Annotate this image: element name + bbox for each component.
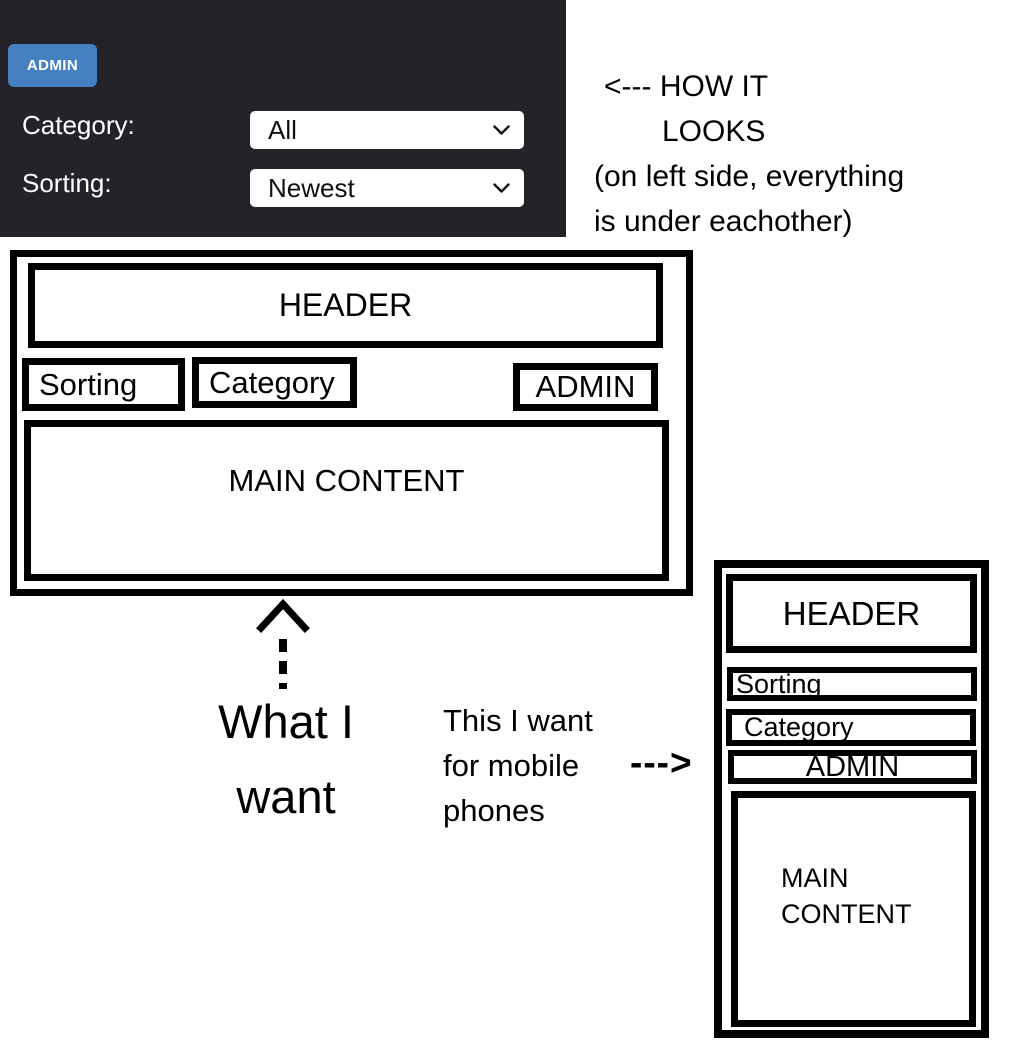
chevron-down-icon (493, 182, 510, 194)
how-it-looks-note-line4: is under eachother) (594, 205, 853, 238)
mobile-main-content-line1: MAIN (781, 863, 849, 893)
mobile-wireframe-admin-box: ADMIN (728, 750, 977, 784)
what-i-want-line1: What I (218, 695, 354, 748)
mobile-wireframe-category-box: Category (726, 709, 976, 746)
sorting-label: Sorting: (22, 168, 112, 198)
admin-button[interactable]: ADMIN (8, 44, 97, 87)
what-i-want-line2: want (236, 770, 336, 823)
chevron-down-icon (493, 124, 510, 136)
category-select[interactable]: All (250, 111, 524, 149)
mobile-wish-line1: This I want (443, 703, 593, 738)
mobile-wireframe-sorting-box: Sorting (727, 667, 977, 701)
desktop-wireframe: HEADER Sorting Category ADMIN MAIN CONTE… (10, 250, 693, 596)
mobile-wireframe-header-box: HEADER (726, 574, 977, 653)
desktop-wireframe-sorting-box: Sorting (22, 358, 185, 411)
desktop-wireframe-header-box: HEADER (28, 263, 663, 348)
what-i-want-note: What I want (196, 684, 376, 834)
category-label: Category: (22, 110, 135, 140)
app-screenshot-panel: ADMIN Category: All Sorting: Newest (0, 0, 566, 237)
mobile-main-content-line2: CONTENT (781, 899, 912, 929)
dashed-right-arrow: ---> (630, 742, 693, 783)
mobile-wish-line2: for mobile (443, 748, 580, 783)
how-it-looks-note-line1: <--- HOW IT (604, 70, 769, 103)
how-it-looks-note-line2: LOOKS (662, 115, 766, 148)
category-select-value: All (268, 114, 297, 145)
how-it-looks-note-line3: (on left side, everything (594, 160, 905, 193)
desktop-wireframe-admin-box: ADMIN (513, 363, 658, 411)
mobile-wish-note: This I want for mobile phones (443, 698, 593, 833)
mobile-wish-line3: phones (443, 793, 545, 828)
desktop-wireframe-category-box: Category (192, 357, 357, 408)
sorting-select[interactable]: Newest (250, 169, 524, 207)
dashed-up-arrow-icon (252, 597, 314, 691)
sorting-select-value: Newest (268, 172, 355, 203)
mobile-wireframe: HEADER Sorting Category ADMIN MAIN CONTE… (714, 560, 989, 1038)
desktop-wireframe-main-content-box: MAIN CONTENT (24, 420, 669, 581)
mobile-wireframe-main-content-box: MAIN CONTENT (731, 791, 976, 1027)
